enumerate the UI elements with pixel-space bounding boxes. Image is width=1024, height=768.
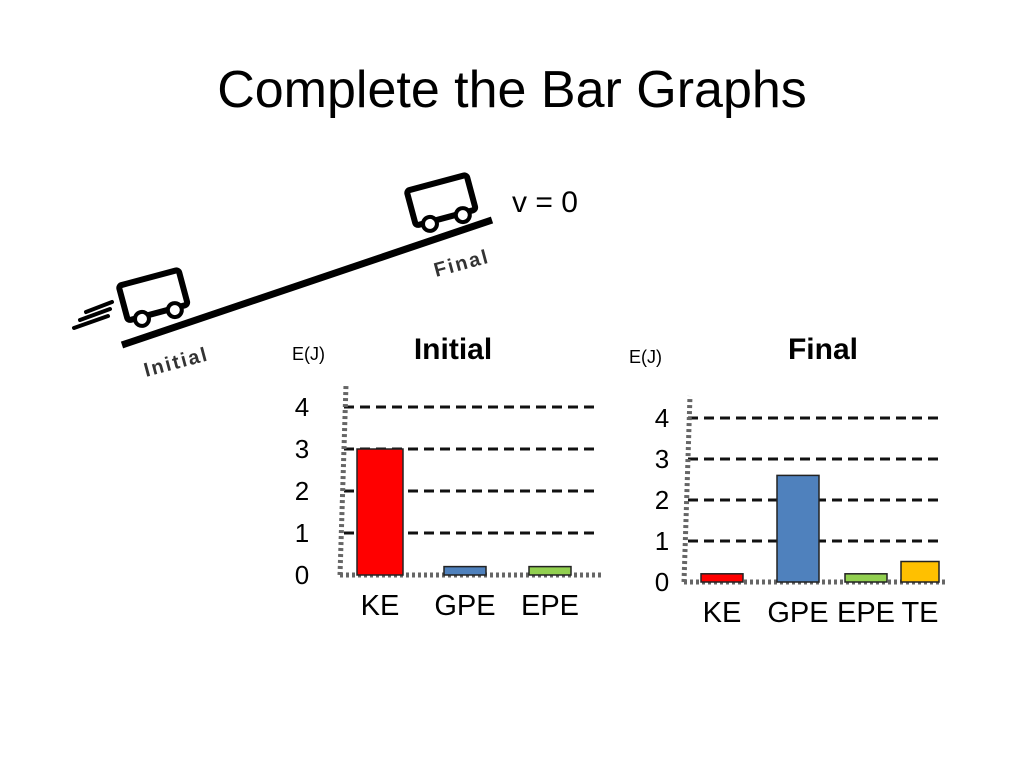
category-label: TE: [901, 597, 938, 629]
initial-cart-icon: [116, 267, 191, 328]
y-tick-label: 0: [295, 560, 309, 590]
category-label: GPE: [434, 590, 495, 622]
final-cart-icon: [404, 172, 479, 233]
motion-lines-icon: [72, 300, 114, 330]
y-tick-label: 3: [655, 444, 669, 474]
chart-title: Initial: [414, 333, 492, 366]
bar-te: [900, 560, 940, 583]
velocity-label: v = 0: [512, 186, 578, 219]
category-label: KE: [703, 597, 742, 629]
ramp-illustration: Initial Final: [72, 172, 494, 382]
initial-bar-chart: Initial E(J) 0 1 2 3 4 KE GPE EPE: [292, 333, 604, 622]
y-tick-label: 2: [295, 476, 309, 506]
category-label: EPE: [837, 597, 895, 629]
ramp-line: [120, 216, 494, 349]
y-axis-label: E(J): [629, 347, 662, 367]
slide-title: Complete the Bar Graphs: [217, 61, 807, 119]
y-tick-label: 0: [655, 567, 669, 597]
y-tick-label: 2: [655, 485, 669, 515]
y-tick-label: 1: [655, 526, 669, 556]
chart-title: Final: [788, 333, 858, 366]
bar-epe: [528, 565, 572, 576]
category-label: KE: [361, 590, 400, 622]
bar-gpe: [443, 565, 487, 576]
y-tick-label: 3: [295, 434, 309, 464]
bar-ke: [356, 448, 404, 576]
bar-epe: [844, 573, 888, 583]
y-tick-label: 1: [295, 518, 309, 548]
y-tick-label: 4: [655, 403, 669, 433]
y-axis: [337, 384, 349, 576]
final-position-label: Final: [432, 246, 492, 282]
y-tick-label: 4: [295, 392, 309, 422]
y-axis-label: E(J): [292, 344, 325, 364]
y-axis: [681, 395, 693, 583]
category-label: GPE: [767, 597, 828, 629]
bar-gpe: [776, 474, 820, 583]
category-label: EPE: [521, 590, 579, 622]
initial-position-label: Initial: [142, 343, 212, 381]
bar-ke: [700, 573, 744, 583]
